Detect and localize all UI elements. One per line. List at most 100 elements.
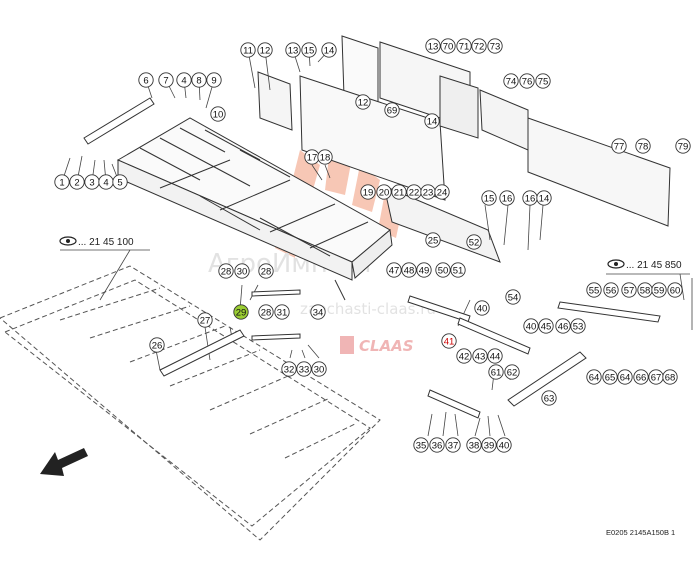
callout-30[interactable]: 30	[311, 361, 327, 377]
callout-23[interactable]: 23	[420, 184, 436, 200]
callout-69[interactable]: 69	[384, 102, 400, 118]
callout-43[interactable]: 43	[472, 348, 488, 364]
callout-65[interactable]: 65	[602, 369, 618, 385]
callout-4[interactable]: 4	[176, 72, 192, 88]
callout-29[interactable]: 29	[233, 304, 249, 320]
callout-30[interactable]: 30	[234, 263, 250, 279]
callout-circle	[138, 72, 154, 88]
callout-42[interactable]: 42	[456, 348, 472, 364]
callout-78[interactable]: 78	[635, 138, 651, 154]
callout-40[interactable]: 40	[523, 318, 539, 334]
callout-77[interactable]: 77	[611, 138, 627, 154]
callout-51[interactable]: 51	[450, 262, 466, 278]
callout-6[interactable]: 6	[138, 72, 154, 88]
callout-28[interactable]: 28	[258, 263, 274, 279]
callout-62[interactable]: 62	[504, 364, 520, 380]
callout-70[interactable]: 70	[440, 38, 456, 54]
callout-15[interactable]: 15	[481, 190, 497, 206]
callout-25[interactable]: 25	[425, 232, 441, 248]
callout-34[interactable]: 34	[310, 304, 326, 320]
callout-7[interactable]: 7	[158, 72, 174, 88]
callout-73[interactable]: 73	[487, 38, 503, 54]
callout-5[interactable]: 5	[112, 174, 128, 190]
callout-79[interactable]: 79	[675, 138, 691, 154]
callout-4[interactable]: 4	[98, 174, 114, 190]
callout-9[interactable]: 9	[206, 72, 222, 88]
callout-53[interactable]: 53	[570, 318, 586, 334]
callout-45[interactable]: 45	[538, 318, 554, 334]
callout-76[interactable]: 76	[519, 73, 535, 89]
callout-15[interactable]: 15	[301, 42, 317, 58]
callout-28[interactable]: 28	[258, 304, 274, 320]
callout-64[interactable]: 64	[617, 369, 633, 385]
callout-circle	[355, 94, 371, 110]
callout-13[interactable]: 13	[425, 38, 441, 54]
callout-24[interactable]: 24	[434, 184, 450, 200]
callout-number: 79	[678, 141, 689, 152]
callout-63[interactable]: 63	[541, 390, 557, 406]
callout-50[interactable]: 50	[435, 262, 451, 278]
callout-22[interactable]: 22	[406, 184, 422, 200]
callout-67[interactable]: 67	[648, 369, 664, 385]
callout-38[interactable]: 38	[466, 437, 482, 453]
callout-56[interactable]: 56	[603, 282, 619, 298]
callout-36[interactable]: 36	[429, 437, 445, 453]
callout-21[interactable]: 21	[391, 184, 407, 200]
callout-61[interactable]: 61	[488, 364, 504, 380]
callout-12[interactable]: 12	[355, 94, 371, 110]
callout-47[interactable]: 47	[386, 262, 402, 278]
callout-16[interactable]: 16	[499, 190, 515, 206]
callout-16[interactable]: 16	[522, 190, 538, 206]
callout-28[interactable]: 28	[218, 263, 234, 279]
callout-75[interactable]: 75	[535, 73, 551, 89]
callout-1[interactable]: 1	[54, 174, 70, 190]
callout-39[interactable]: 39	[481, 437, 497, 453]
callout-57[interactable]: 57	[621, 282, 637, 298]
callout-31[interactable]: 31	[274, 304, 290, 320]
callout-58[interactable]: 58	[637, 282, 653, 298]
callout-35[interactable]: 35	[413, 437, 429, 453]
callout-17[interactable]: 17	[304, 149, 320, 165]
callout-13[interactable]: 13	[285, 42, 301, 58]
callout-2[interactable]: 2	[69, 174, 85, 190]
callout-27[interactable]: 27	[197, 312, 213, 328]
callout-number: 37	[448, 440, 459, 451]
callout-circle	[440, 38, 456, 54]
callout-19[interactable]: 19	[360, 184, 376, 200]
callout-11[interactable]: 11	[240, 42, 256, 58]
callout-71[interactable]: 71	[456, 38, 472, 54]
callout-40[interactable]: 40	[474, 300, 490, 316]
callout-41[interactable]: 41	[441, 333, 457, 349]
callout-number: 7	[163, 75, 168, 86]
callout-18[interactable]: 18	[317, 149, 333, 165]
callout-26[interactable]: 26	[149, 337, 165, 353]
callout-46[interactable]: 46	[555, 318, 571, 334]
callout-14[interactable]: 14	[321, 42, 337, 58]
callout-37[interactable]: 37	[445, 437, 461, 453]
callout-12[interactable]: 12	[257, 42, 273, 58]
callout-14[interactable]: 14	[424, 113, 440, 129]
callout-20[interactable]: 20	[376, 184, 392, 200]
callout-49[interactable]: 49	[416, 262, 432, 278]
callout-40[interactable]: 40	[496, 437, 512, 453]
callout-55[interactable]: 55	[586, 282, 602, 298]
callout-circle	[386, 262, 402, 278]
callout-10[interactable]: 10	[210, 106, 226, 122]
callout-66[interactable]: 66	[633, 369, 649, 385]
callout-32[interactable]: 32	[281, 361, 297, 377]
callout-54[interactable]: 54	[505, 289, 521, 305]
callout-14[interactable]: 14	[536, 190, 552, 206]
callout-44[interactable]: 44	[487, 348, 503, 364]
callout-8[interactable]: 8	[191, 72, 207, 88]
callout-52[interactable]: 52	[466, 234, 482, 250]
callout-3[interactable]: 3	[84, 174, 100, 190]
callout-number: 14	[427, 116, 438, 127]
callout-74[interactable]: 74	[503, 73, 519, 89]
callout-72[interactable]: 72	[471, 38, 487, 54]
callout-68[interactable]: 68	[662, 369, 678, 385]
callout-64[interactable]: 64	[586, 369, 602, 385]
callout-48[interactable]: 48	[401, 262, 417, 278]
callout-33[interactable]: 33	[296, 361, 312, 377]
callout-59[interactable]: 59	[651, 282, 667, 298]
callout-60[interactable]: 60	[667, 282, 683, 298]
